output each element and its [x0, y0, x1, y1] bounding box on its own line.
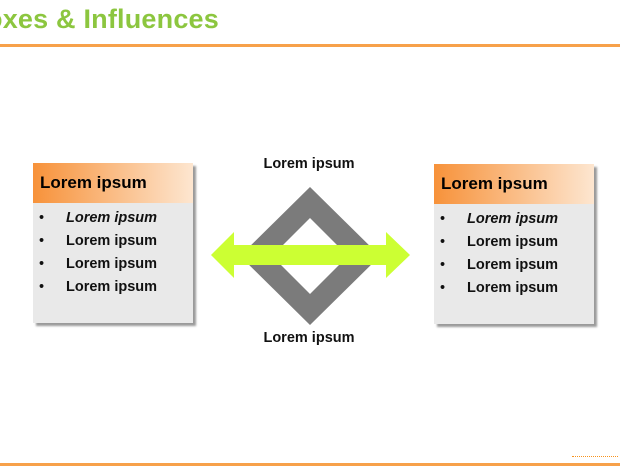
bullet-icon: • — [39, 256, 45, 272]
footer-mark — [572, 456, 618, 462]
right-box-item: • Lorem ipsum — [434, 254, 594, 277]
left-box-item-label: Lorem ipsum — [66, 233, 158, 249]
right-box-item-label: Lorem ipsum — [467, 257, 559, 273]
left-box-item-label: Lorem ipsum — [66, 256, 158, 272]
hollow-diamond-icon — [240, 187, 380, 325]
right-box-item: • Lorem ipsum — [434, 277, 594, 300]
right-box-list: • Lorem ipsum • Lorem ipsum • Lorem ipsum • Lor… — [434, 204, 594, 300]
bullet-icon: • — [39, 233, 45, 249]
bullet-icon: • — [440, 257, 446, 273]
right-box-header: Lorem ipsum — [434, 164, 594, 204]
double-headed-arrow-icon — [211, 232, 410, 278]
diagram-top-label: Lorem ipsum — [263, 156, 355, 172]
bullet-icon: • — [440, 211, 446, 227]
bullet-icon: • — [440, 280, 446, 296]
footer-rule — [0, 463, 620, 466]
right-box-item-label: Lorem ipsum — [467, 211, 559, 227]
slide-title: oxes & Influences — [0, 4, 219, 34]
right-box: Lorem ipsum • Lorem ipsum • Lorem ipsum • Lor… — [434, 164, 594, 324]
left-box-header: Lorem ipsum — [33, 163, 193, 203]
left-box-item-label: Lorem ipsum — [66, 279, 158, 295]
diagram-bottom-label: Lorem ipsum — [263, 330, 355, 346]
left-box-item: • Lorem ipsum — [33, 253, 193, 276]
left-box-item-label: Lorem ipsum — [66, 210, 158, 226]
right-box-item: • Lorem ipsum — [434, 231, 594, 254]
right-box-item-label: Lorem ipsum — [467, 280, 559, 296]
left-box-item: • Lorem ipsum — [33, 230, 193, 253]
left-box-item: • Lorem ipsum — [33, 276, 193, 299]
bullet-icon: • — [39, 279, 45, 295]
title-underline — [0, 44, 620, 47]
right-box-item-label: Lorem ipsum — [467, 234, 559, 250]
bullet-icon: • — [440, 234, 446, 250]
left-box-item: • Lorem ipsum — [33, 207, 193, 230]
left-box: Lorem ipsum • Lorem ipsum • Lorem ipsum • Lor… — [33, 163, 193, 323]
left-box-list: • Lorem ipsum • Lorem ipsum • Lorem ipsum • Lor… — [33, 203, 193, 299]
bullet-icon: • — [39, 210, 45, 226]
right-box-item: • Lorem ipsum — [434, 208, 594, 231]
